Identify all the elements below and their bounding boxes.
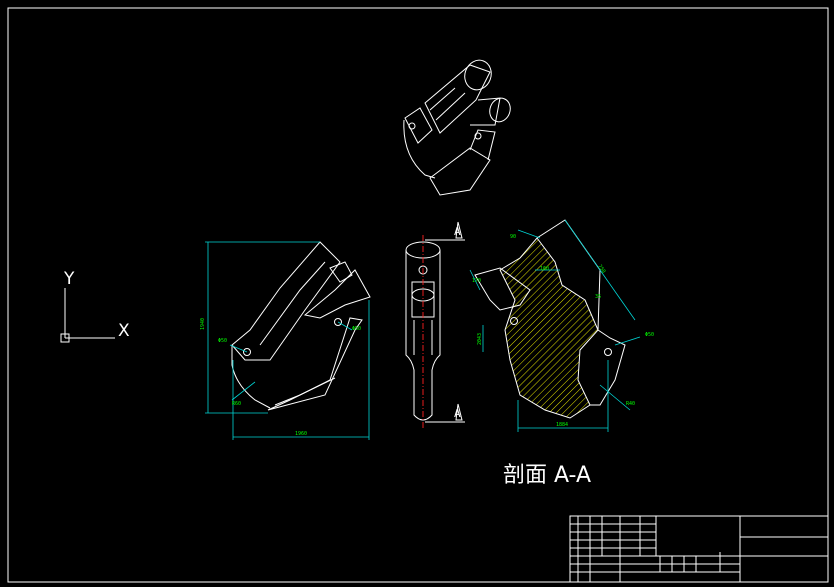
dim-section-small1: 170 (472, 278, 481, 284)
dim-section-small2: 35 (595, 294, 601, 300)
dim-section-top2: 160 (540, 266, 549, 272)
dim-section-diag: 750 (596, 264, 606, 275)
section-label: 剖面 A-A (503, 463, 591, 488)
dim-left-radius: R60 (232, 401, 241, 407)
side-view-middle: A A (405, 221, 465, 430)
ucs-axis-icon: Y X (60, 269, 130, 343)
dim-section-hole: Φ50 (645, 332, 654, 338)
drawing-border (7, 7, 829, 583)
cut-marker-top: A (454, 225, 461, 238)
section-view-aa: 1884 2043 90 160 750 Φ50 R40 170 35 (469, 219, 654, 432)
title-block (569, 515, 829, 583)
front-view-left: 1940 1960 Φ50 Φ50 R60 (200, 241, 371, 440)
dim-left-hole2: Φ50 (352, 326, 361, 332)
axis-x-label: X (118, 321, 130, 341)
dim-left-width: 1960 (295, 431, 307, 437)
dim-section-top1: 90 (510, 234, 516, 240)
dim-left-height: 1940 (200, 318, 206, 330)
axis-y-label: Y (63, 269, 75, 289)
cut-marker-bottom: A (454, 407, 461, 420)
dim-section-height: 2043 (477, 333, 483, 345)
dim-section-width: 1884 (556, 422, 568, 428)
isometric-view (403, 59, 511, 196)
dim-left-hole1: Φ50 (218, 338, 227, 344)
dim-section-radius: R40 (626, 401, 635, 407)
